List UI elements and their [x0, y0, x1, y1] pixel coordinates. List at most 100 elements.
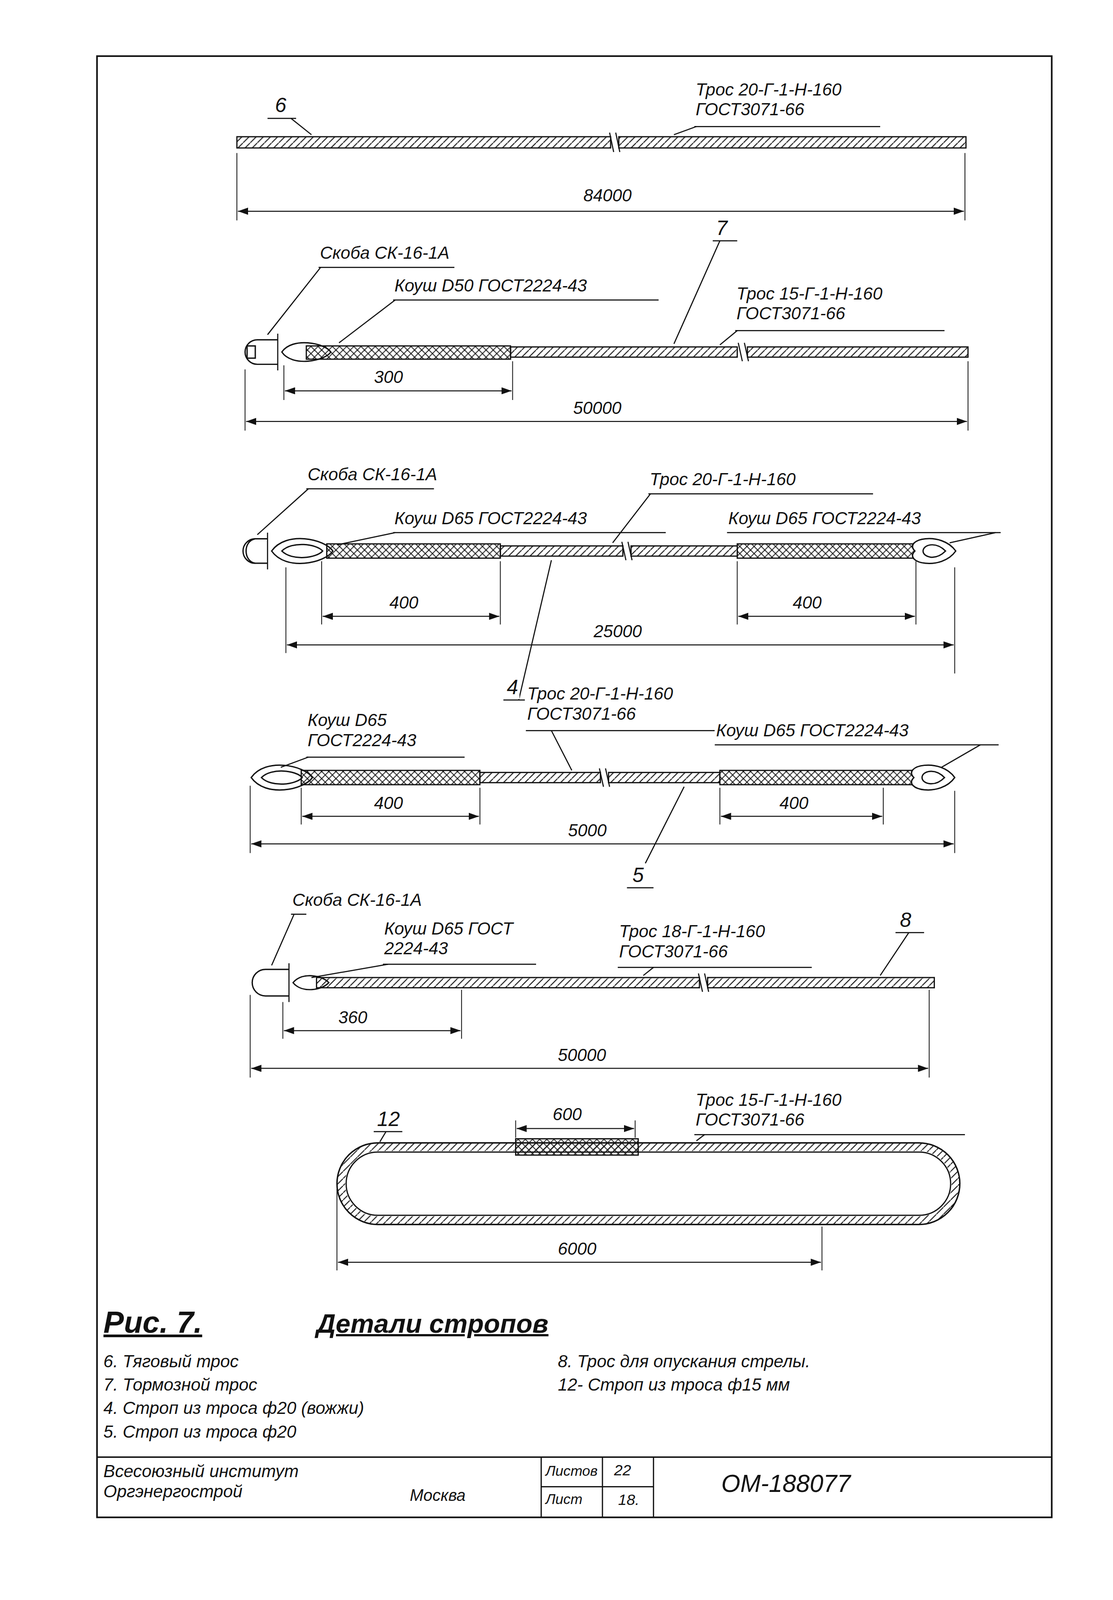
- title-block-cell: Всесоюзный институт Оргэнергострой: [102, 1462, 341, 1502]
- dimension-line: [249, 785, 251, 854]
- rope-drawing: [236, 136, 611, 149]
- dimension-line: [285, 561, 955, 674]
- leader-line: [373, 1131, 403, 1133]
- rope-drawing: [244, 333, 969, 371]
- rope-drawing: [261, 771, 303, 785]
- rope-drawing: [609, 132, 614, 153]
- leader-line: [392, 532, 666, 534]
- rope-drawing: [605, 768, 610, 787]
- leader-line: [280, 757, 309, 768]
- rope-drawing: [244, 340, 278, 365]
- leader-line: [712, 240, 738, 242]
- leader-line: [267, 240, 945, 345]
- dimension-line: [461, 990, 463, 1039]
- dimension-line: [967, 361, 969, 432]
- dimension-line: [285, 567, 287, 654]
- rope-drawing: [288, 963, 290, 1003]
- dimension-line: [336, 1189, 338, 1271]
- leader-line: [880, 933, 909, 977]
- rope-drawing: [336, 1143, 960, 1226]
- leader-line: [271, 914, 924, 978]
- dimension: 400: [777, 793, 810, 814]
- leader-line: [694, 1134, 965, 1136]
- rope-drawing: [252, 963, 935, 1003]
- sheet-frame: [541, 1486, 654, 1489]
- rope-drawing: [251, 765, 955, 791]
- leader-line: [627, 887, 654, 889]
- drawing-number: ОМ-188077: [720, 1470, 852, 1499]
- rope-drawing: [738, 343, 743, 362]
- leader-line: [694, 126, 881, 128]
- part-label: Коуш D65 ГОСТ2224-43: [392, 508, 589, 529]
- rope-drawing: [301, 770, 480, 786]
- dimension-line: [337, 1262, 821, 1264]
- rope-drawing: [266, 532, 269, 570]
- dimension-line: [283, 365, 285, 401]
- dimension-line: [237, 210, 964, 212]
- rope-drawing: [277, 333, 279, 371]
- rope-drawing: [480, 772, 601, 784]
- rope-spec: Трос 20-Г-1-Н-160: [648, 469, 797, 490]
- dimension-line: [251, 1068, 929, 1070]
- dimension-line: [282, 1002, 284, 1040]
- rope-drawing: [243, 538, 268, 564]
- dimension: 5000: [566, 820, 608, 841]
- rope-drawing: [281, 544, 323, 558]
- dimension-line: [736, 561, 738, 625]
- callout-number: 6: [273, 93, 288, 118]
- leader-line: [941, 745, 981, 768]
- legend-note: 8. Трос для опускания стрелы.: [556, 1352, 812, 1372]
- rope-drawing: [618, 136, 966, 149]
- dimension: 400: [372, 793, 405, 814]
- rope-drawing: [921, 771, 945, 785]
- rope-drawing: [744, 343, 749, 362]
- part-label: Коуш D50 ГОСТ2224-43: [392, 275, 589, 296]
- leader-line: [518, 560, 552, 701]
- rope-drawing: [923, 545, 946, 558]
- leader-line: [503, 699, 525, 702]
- rope-drawing: [246, 538, 256, 564]
- dimension-line: [738, 615, 916, 617]
- title-block-cell: 22: [612, 1462, 633, 1480]
- dimension-line: [287, 644, 954, 646]
- title-block-cell: Москва: [408, 1486, 467, 1506]
- rope-drawing: [336, 1139, 960, 1225]
- leader-line: [673, 240, 720, 345]
- dimension-line: [964, 152, 966, 221]
- part-label: Скоба СК-16-1А: [291, 890, 424, 911]
- dimension-line: [821, 1226, 823, 1271]
- leader-line: [895, 932, 925, 935]
- title-block-cell: Листов: [544, 1463, 599, 1480]
- leader-line: [551, 730, 572, 771]
- leader-line: [318, 266, 455, 269]
- dimension-line: [236, 152, 238, 221]
- dimension-line: [283, 1030, 461, 1032]
- title-block-cell: 18.: [616, 1491, 641, 1510]
- dimension-line: [954, 567, 956, 674]
- rope-drawing: [247, 345, 256, 358]
- dimension-line: [515, 1121, 517, 1139]
- figure-number: Рис. 7.: [102, 1305, 204, 1341]
- leader-line: [648, 493, 873, 495]
- rope-drawing: [326, 544, 501, 559]
- leader-line: [306, 488, 435, 490]
- dimension-line: [321, 561, 323, 625]
- dimension-line: [634, 1121, 636, 1139]
- leader-line: [336, 532, 396, 546]
- title-block-cell: Лист: [544, 1491, 584, 1509]
- rope-drawing: [704, 973, 709, 993]
- rope-drawing: [737, 544, 919, 559]
- leader-line: [617, 967, 812, 969]
- callout-number: 12: [375, 1108, 402, 1132]
- leader-line: [525, 730, 720, 732]
- leader-line: [267, 118, 881, 135]
- rope-drawing: [243, 532, 956, 570]
- dimension-line: [244, 361, 969, 432]
- dimension-line: [719, 788, 721, 825]
- rope-drawing: [631, 545, 738, 557]
- dimension-line: [301, 788, 302, 825]
- rope-drawing: [911, 765, 955, 791]
- leader-line: [257, 488, 309, 535]
- dimension: 25000: [592, 621, 644, 642]
- figure-title: Детали стропов: [316, 1309, 549, 1340]
